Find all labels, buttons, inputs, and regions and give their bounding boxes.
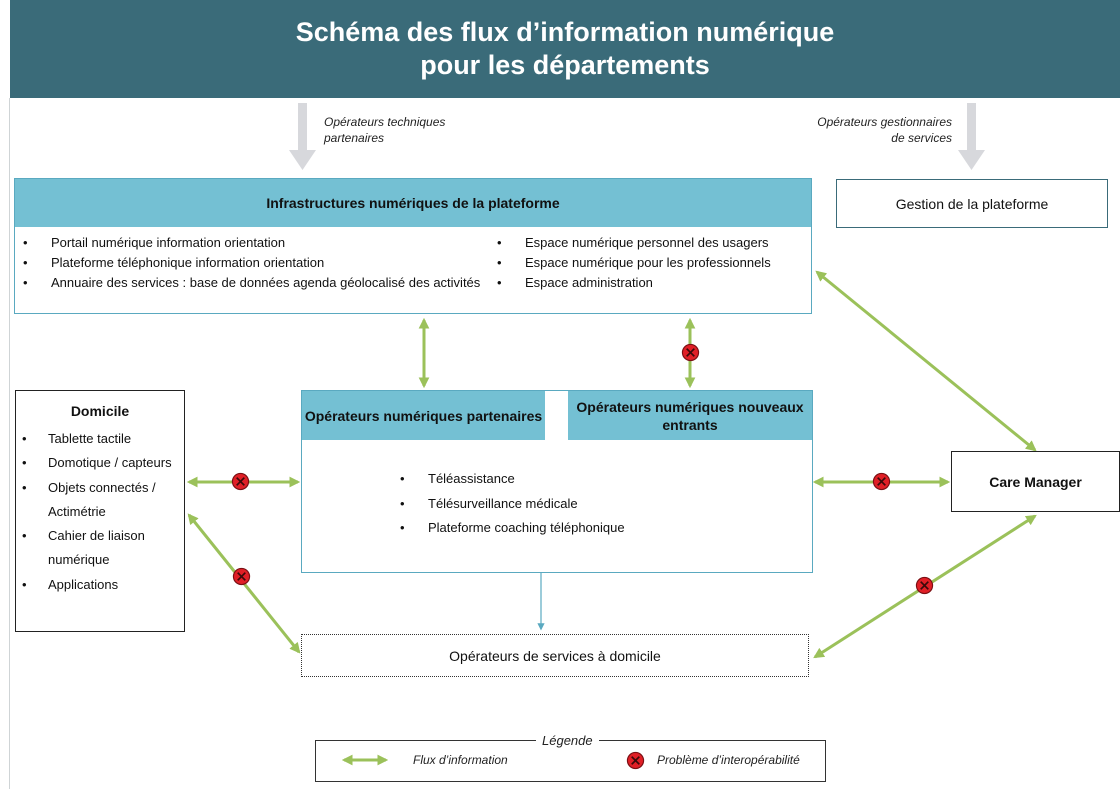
operator-services-list: Téléassistance Télésurveillance médicale… xyxy=(394,467,694,541)
home-services-box: Opérateurs de services à domicile xyxy=(301,634,809,677)
domicile-box: Domicile Tablette tactile Domotique / ca… xyxy=(15,390,185,632)
interop-problem-icon xyxy=(872,472,891,491)
incoming-arrow-service-managers xyxy=(958,103,985,170)
title-line-2: pour les départements xyxy=(420,50,710,80)
domicile-list: Tablette tactile Domotique / capteurs Ob… xyxy=(16,427,184,597)
legend-title: Légende xyxy=(536,733,599,749)
list-item: Objets connectés / Actimétrie xyxy=(16,476,184,525)
list-item: Télésurveillance médicale xyxy=(394,492,694,517)
interop-problem-icon xyxy=(915,576,934,595)
care-manager-box: Care Manager xyxy=(951,451,1120,512)
interop-problem-icon xyxy=(681,343,700,362)
list-item: Plateforme téléphonique information orie… xyxy=(17,253,487,273)
list-item: Espace administration xyxy=(491,273,809,293)
flow-infra-care-manager xyxy=(815,270,1037,452)
domicile-title: Domicile xyxy=(70,403,130,419)
infrastructure-title: Infrastructures numériques de la platefo… xyxy=(15,179,811,227)
legend-flow-label: Flux d’information xyxy=(413,753,508,767)
list-item: Espace numérique personnel des usagers xyxy=(491,233,809,253)
list-item: Cahier de liaison numérique xyxy=(16,524,184,573)
list-item: Téléassistance xyxy=(394,467,694,492)
list-item: Espace numérique pour les professionnels xyxy=(491,253,809,273)
list-item: Annuaire des services : base de données … xyxy=(17,273,487,293)
diagram-header: Schéma des flux d’information numérique … xyxy=(10,0,1120,98)
list-item: Applications xyxy=(16,573,184,598)
legend-problem-label: Problème d’interopérabilité xyxy=(657,753,800,767)
list-item: Tablette tactile xyxy=(16,427,184,452)
infrastructure-list-left: Portail numérique information orientatio… xyxy=(17,233,487,293)
legend-problem-icon xyxy=(626,751,645,770)
incoming-arrow-tech-partners xyxy=(289,103,316,170)
title-line-1: Schéma des flux d’information numérique xyxy=(295,17,835,47)
partners-operators-title: Opérateurs numériques partenaires xyxy=(302,391,545,440)
tech-partners-label: Opérateurs techniques partenaires xyxy=(324,115,446,145)
infrastructure-list-right: Espace numérique personnel des usagers E… xyxy=(491,233,809,293)
interop-problem-icon xyxy=(231,472,250,491)
platform-management-box: Gestion de la plateforme xyxy=(836,179,1108,228)
list-item: Domotique / capteurs xyxy=(16,451,184,476)
legend-flow-arrow-icon xyxy=(341,754,389,766)
list-item: Plateforme coaching téléphonique xyxy=(394,516,694,541)
infrastructure-box: Infrastructures numériques de la platefo… xyxy=(14,178,812,314)
new-entrants-operators-title: Opérateurs numériques nouveaux entrants xyxy=(568,391,812,440)
page-left-rule xyxy=(9,98,10,789)
interop-problem-icon xyxy=(232,567,251,586)
service-managers-label: Opérateurs gestionnaires de services xyxy=(817,115,952,145)
list-item: Portail numérique information orientatio… xyxy=(17,233,487,253)
